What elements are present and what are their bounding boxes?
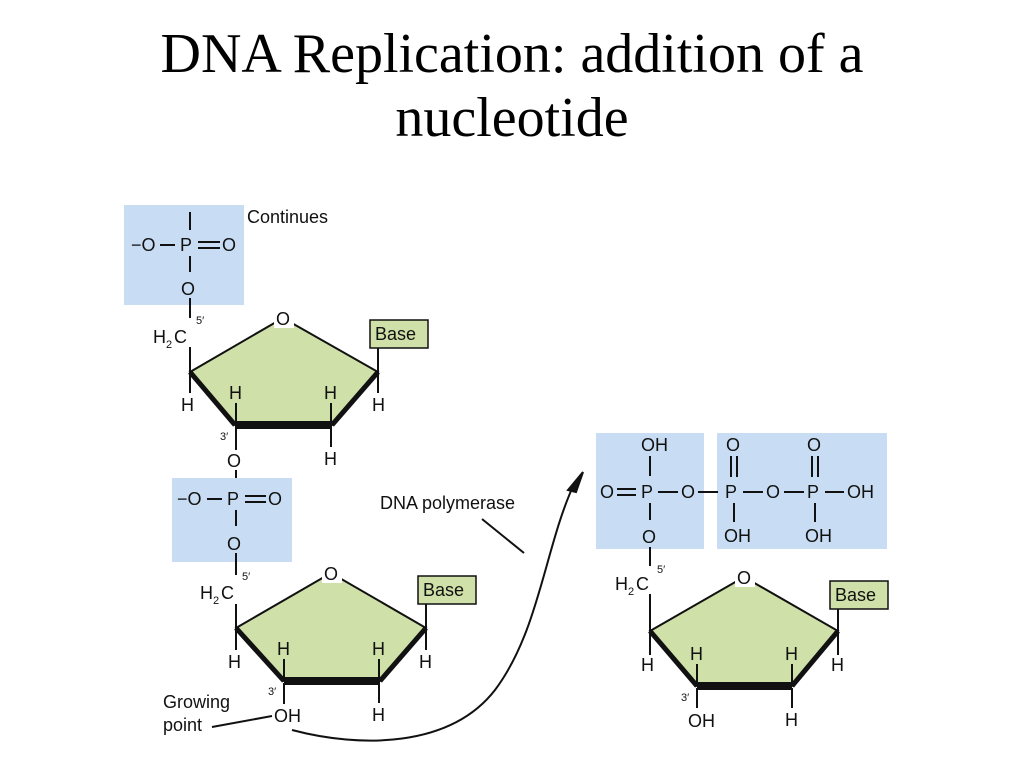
svg-text:P: P (807, 482, 819, 502)
svg-text:−O: −O (131, 235, 156, 255)
bottom-sugar-ring (234, 571, 428, 682)
svg-text:C: C (636, 574, 649, 594)
svg-text:3′: 3′ (681, 692, 689, 704)
alpha-phosphate-box (596, 433, 704, 549)
svg-text:H: H (229, 383, 242, 403)
svg-text:P: P (180, 235, 192, 255)
svg-text:Base: Base (375, 324, 416, 344)
slide-title: DNA Replication: addition of a nucleotid… (0, 22, 1024, 150)
svg-text:3′: 3′ (268, 686, 276, 698)
svg-text:5′: 5′ (657, 564, 665, 576)
svg-text:H: H (181, 395, 194, 415)
svg-text:P: P (725, 482, 737, 502)
svg-text:O: O (276, 309, 290, 329)
svg-text:H: H (372, 705, 385, 725)
svg-text:O: O (726, 435, 740, 455)
svg-text:H: H (372, 395, 385, 415)
svg-text:H: H (324, 383, 337, 403)
middle-phosphate-box (172, 478, 292, 562)
svg-text:O: O (227, 534, 241, 554)
title-line-2: nucleotide (395, 87, 629, 149)
svg-text:Base: Base (423, 580, 464, 600)
svg-text:H: H (641, 655, 654, 675)
bottom-base-box (417, 575, 477, 605)
svg-text:P: P (227, 489, 239, 509)
growing-point-label-1: Growing (163, 692, 230, 712)
top-phosphate-box (124, 205, 244, 305)
incoming-sugar-ring (648, 575, 840, 687)
svg-text:H: H (419, 652, 432, 672)
svg-text:H: H (324, 449, 337, 469)
incoming-base-box (829, 580, 889, 610)
svg-text:O: O (807, 435, 821, 455)
dna-polymerase-arrow: DNA polymerase (291, 471, 584, 742)
svg-text:O: O (600, 482, 614, 502)
svg-text:H: H (785, 710, 798, 730)
svg-text:H: H (785, 644, 798, 664)
arrow-head (566, 471, 584, 494)
svg-text:OH: OH (641, 435, 668, 455)
svg-text:H: H (831, 655, 844, 675)
svg-text:OH: OH (724, 526, 751, 546)
top-nucleotide: Continues −O P O O 5′ H 2 C O Base H H H (124, 205, 429, 486)
svg-text:H: H (277, 639, 290, 659)
svg-text:C: C (221, 583, 234, 603)
svg-text:5′: 5′ (196, 315, 204, 327)
svg-text:2: 2 (628, 586, 634, 598)
svg-text:OH: OH (688, 711, 715, 731)
svg-text:OH: OH (805, 526, 832, 546)
svg-text:O: O (222, 235, 236, 255)
svg-text:O: O (681, 482, 695, 502)
svg-text:2: 2 (213, 595, 219, 607)
title-line-1: DNA Replication: addition of a (160, 23, 864, 85)
top-base-box (369, 319, 429, 349)
bottom-nucleotide: −O P O O 5′ H 2 C O Base H H H H H 3′ OH (163, 478, 477, 735)
svg-text:Base: Base (835, 585, 876, 605)
svg-text:2: 2 (166, 339, 172, 351)
svg-text:P: P (641, 482, 653, 502)
svg-text:O: O (737, 568, 751, 588)
svg-text:O: O (227, 451, 241, 471)
svg-text:H: H (615, 574, 628, 594)
svg-text:−O: −O (177, 489, 202, 509)
svg-text:H: H (372, 639, 385, 659)
dna-polymerase-label: DNA polymerase (380, 493, 515, 513)
svg-text:O: O (766, 482, 780, 502)
svg-text:H: H (690, 644, 703, 664)
svg-text:H: H (200, 583, 213, 603)
svg-text:OH: OH (847, 482, 874, 502)
svg-text:3′: 3′ (220, 431, 228, 443)
growing-point-oh: OH (274, 706, 301, 726)
svg-text:O: O (642, 527, 656, 547)
svg-text:O: O (268, 489, 282, 509)
growing-point-label-2: point (163, 715, 202, 735)
svg-text:O: O (181, 279, 195, 299)
svg-text:O: O (324, 564, 338, 584)
svg-text:C: C (174, 327, 187, 347)
incoming-nucleotide: OH O P O O O P O OH O P OH OH 5′ H 2 C (596, 433, 889, 731)
continues-label: Continues (247, 207, 328, 227)
svg-text:H: H (228, 652, 241, 672)
svg-text:5′: 5′ (242, 571, 250, 583)
svg-text:H: H (153, 327, 166, 347)
